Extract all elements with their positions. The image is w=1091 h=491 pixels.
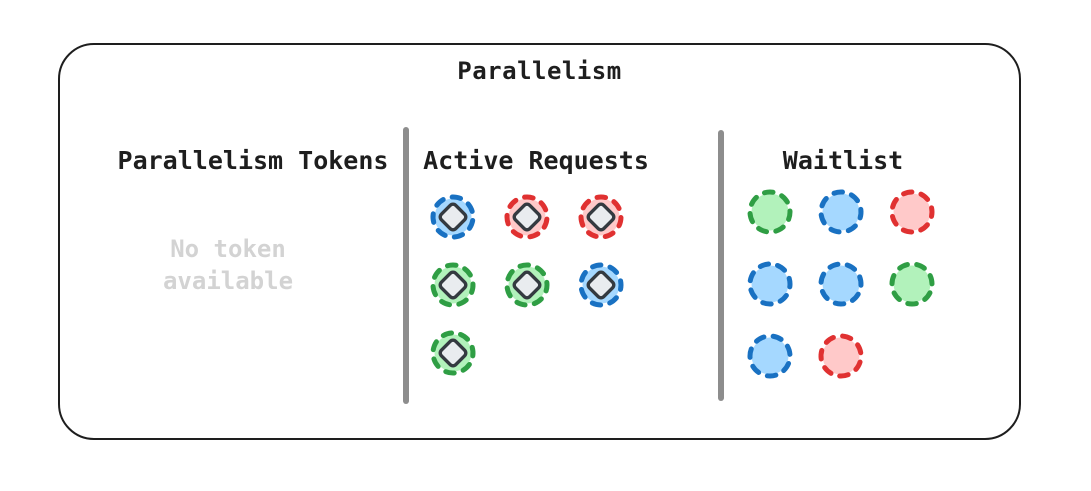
waitlist-token-green: [747, 189, 793, 235]
active-request-token-blue: [578, 262, 624, 308]
tokens-column-header: Parallelism Tokens: [117, 146, 389, 175]
waitlist-column-header: Waitlist: [782, 146, 904, 175]
diagram-title: Parallelism: [457, 57, 622, 85]
token-diamond-icon: [438, 270, 468, 300]
waitlist-token-red: [889, 189, 935, 235]
active-request-token-red: [504, 194, 550, 240]
parallelism-frame: [58, 43, 1021, 440]
waitlist-token-blue: [818, 189, 864, 235]
active-request-token-green: [430, 330, 476, 376]
column-divider: [718, 130, 724, 401]
no-token-available-message: No token available: [162, 235, 294, 295]
waitlist-token-blue: [747, 261, 793, 307]
token-diamond-icon: [586, 270, 616, 300]
token-diamond-icon: [438, 202, 468, 232]
waitlist-token-blue: [747, 333, 793, 379]
waitlist-token-green: [889, 261, 935, 307]
active-request-token-red: [578, 194, 624, 240]
waitlist-token-blue: [818, 261, 864, 307]
active-request-token-green: [504, 262, 550, 308]
waitlist-token-red: [818, 333, 864, 379]
active-request-token-green: [430, 262, 476, 308]
token-diamond-icon: [512, 202, 542, 232]
column-divider: [403, 127, 409, 404]
token-diamond-icon: [512, 270, 542, 300]
active-requests-column-header: Active Requests: [423, 146, 649, 175]
waitlist-grid: [746, 188, 936, 380]
active-requests-grid: [429, 193, 625, 377]
active-request-token-blue: [430, 194, 476, 240]
token-diamond-icon: [438, 338, 468, 368]
token-diamond-icon: [586, 202, 616, 232]
